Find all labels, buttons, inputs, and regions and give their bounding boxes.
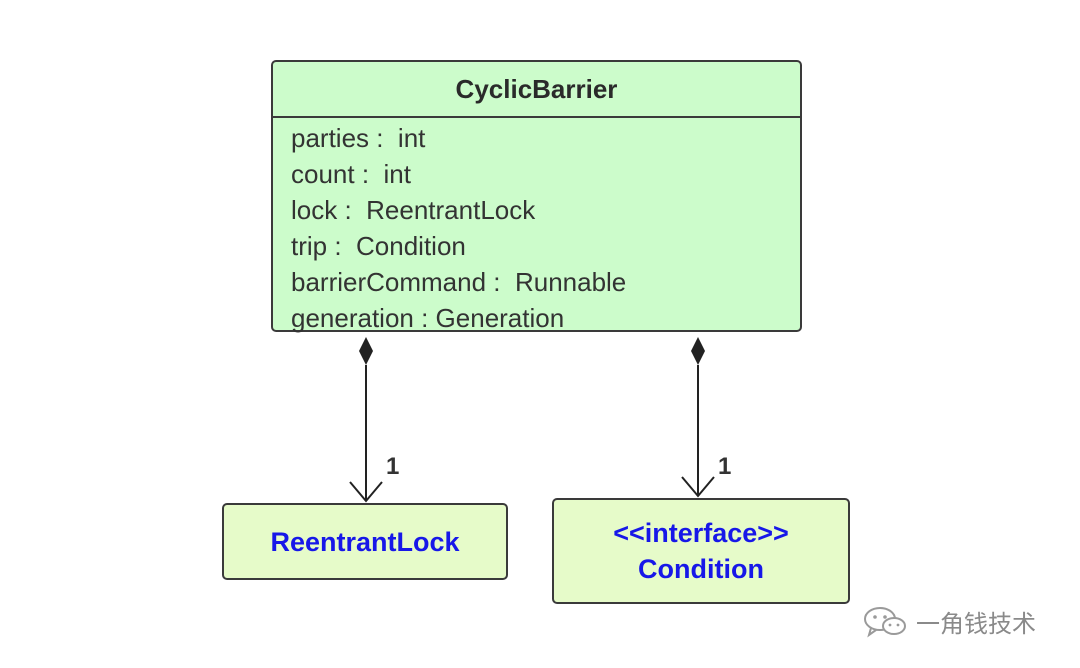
attribute-lock: lock : ReentrantLock	[291, 195, 536, 225]
attribute-trip: trip : Condition	[291, 231, 466, 261]
class-name: CyclicBarrier	[273, 62, 800, 118]
stereotype-label: <<interface>>	[613, 518, 789, 548]
attribute-generation: generation : Generation	[291, 303, 565, 333]
class-box-reentrantlock: ReentrantLock	[222, 503, 508, 580]
attribute-parties: parties : int	[291, 123, 426, 153]
attribute-list: parties : int count : int lock : Reentra…	[273, 118, 800, 336]
composition-diamond-icon	[691, 337, 705, 365]
class-name: Condition	[638, 554, 764, 584]
multiplicity-lock: 1	[386, 453, 399, 480]
wechat-icon	[864, 606, 906, 637]
attribute-count: count : int	[291, 159, 411, 189]
watermark-text: 一角钱技术	[916, 611, 1036, 638]
arrowhead-icon	[681, 476, 715, 498]
composition-link-lock: 1	[349, 337, 399, 503]
multiplicity-condition: 1	[718, 453, 731, 480]
class-name: ReentrantLock	[270, 526, 460, 557]
class-box-cyclicbarrier: CyclicBarrier parties : int count : int …	[271, 60, 802, 333]
watermark: 一角钱技术	[862, 604, 1036, 639]
arrowhead-icon	[349, 481, 383, 503]
class-box-condition: <<interface>> Condition	[552, 498, 850, 604]
composition-diamond-icon	[359, 337, 373, 365]
composition-link-condition: 1	[681, 337, 731, 498]
attribute-barriercommand: barrierCommand : Runnable	[291, 267, 627, 297]
